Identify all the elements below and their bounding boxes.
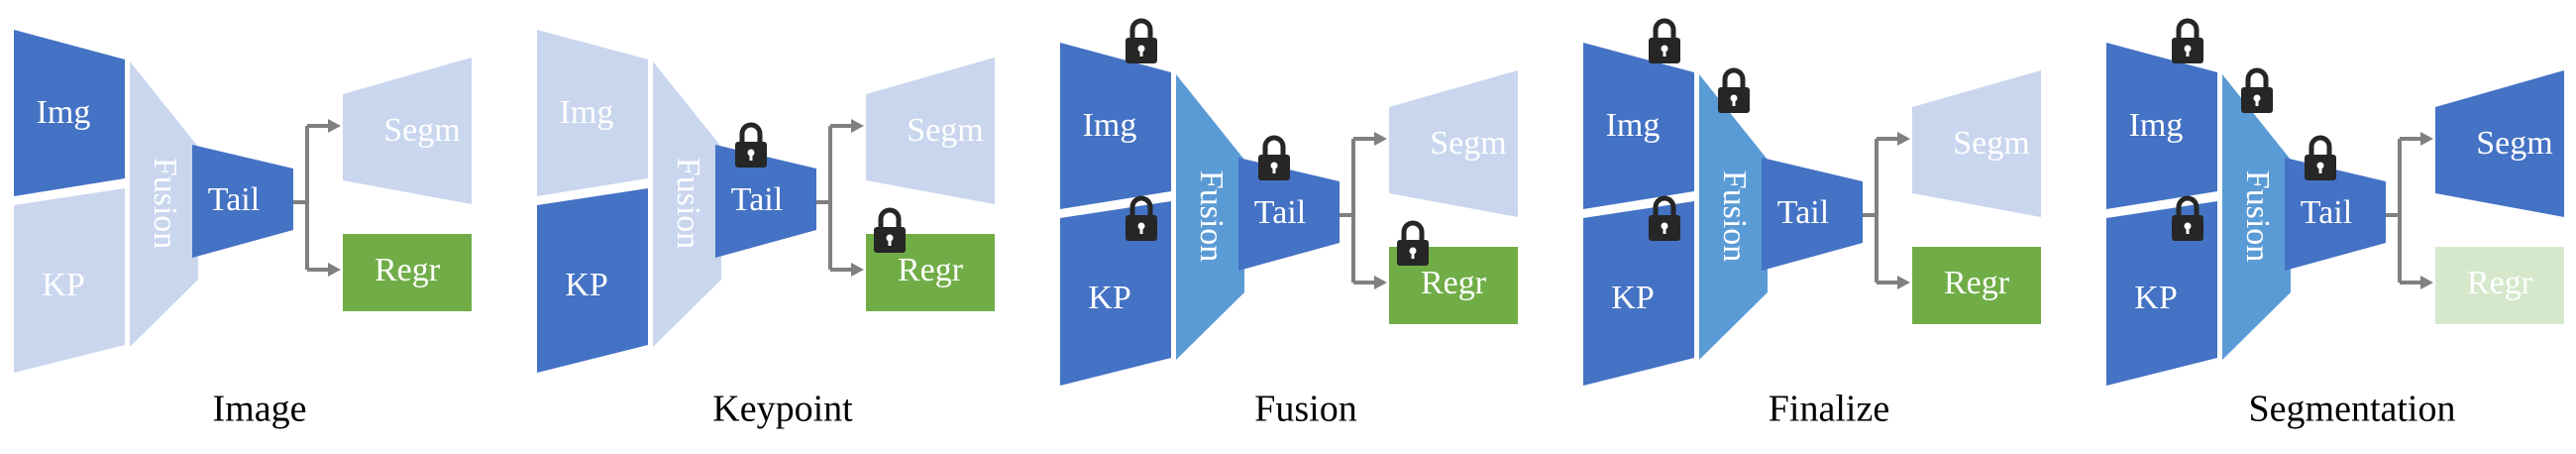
kp-encoder	[1583, 201, 1694, 386]
panel-caption: Image	[213, 389, 307, 430]
segm-head-label: Segm	[1430, 125, 1506, 162]
regr-head-label: Regr	[2467, 265, 2533, 301]
panel-caption: Segmentation	[2249, 389, 2456, 430]
kp-encoder	[1060, 201, 1171, 386]
kp-encoder-label: KP	[42, 267, 84, 303]
img-encoder	[2106, 43, 2217, 209]
img-encoder	[537, 30, 648, 196]
arrow-head	[1374, 276, 1387, 289]
tail-block	[715, 145, 816, 258]
lock-icon	[735, 122, 767, 168]
tail-label: Tail	[731, 181, 783, 218]
tail-block	[1762, 158, 1863, 271]
regr-head	[343, 234, 472, 311]
arrow-head	[2420, 276, 2433, 289]
regr-head-label: Regr	[1421, 265, 1487, 301]
kp-encoder-label: KP	[1611, 280, 1654, 316]
lock-icon	[2172, 18, 2203, 63]
kp-encoder	[537, 188, 648, 373]
lock-icon	[1397, 220, 1429, 266]
kp-encoder-label: KP	[565, 267, 607, 303]
panel-caption: Fusion	[1254, 389, 1356, 430]
img-encoder	[1060, 43, 1171, 209]
segm-head	[1389, 70, 1518, 217]
fusion-block	[1699, 74, 1768, 360]
tail-block	[1238, 158, 1340, 271]
regr-head-label: Regr	[1944, 265, 2010, 301]
regr-head	[1912, 247, 2041, 324]
arrow-head	[328, 119, 341, 133]
arrow-head	[1897, 276, 1910, 289]
lock-icon	[2241, 67, 2273, 113]
fusion-block	[130, 61, 198, 347]
img-encoder-label: Img	[560, 94, 614, 131]
tail-label: Tail	[1254, 194, 1306, 231]
lock-icon	[874, 207, 906, 253]
fusion-label: Fusion	[147, 158, 183, 250]
tail-label: Tail	[1777, 194, 1829, 231]
segm-head-label: Segm	[907, 112, 983, 149]
lock-icon	[2172, 195, 2203, 241]
lock-icon	[1258, 135, 1290, 180]
lock-icon	[1126, 195, 1157, 241]
regr-head-label: Regr	[375, 252, 441, 288]
arrow-head	[328, 263, 341, 277]
arrow-head	[851, 119, 864, 133]
tail-label: Tail	[208, 181, 260, 218]
tail-block	[192, 145, 293, 258]
fusion-block	[653, 61, 721, 347]
kp-encoder-label: KP	[2134, 280, 2177, 316]
regr-head	[2435, 247, 2564, 324]
img-encoder-label: Img	[2129, 107, 2184, 144]
lock-icon	[2305, 135, 2336, 180]
segm-head	[343, 57, 472, 204]
segm-head	[866, 57, 995, 204]
regr-head-label: Regr	[898, 252, 964, 288]
fusion-block	[1176, 74, 1244, 360]
lock-icon	[1718, 67, 1750, 113]
panel-caption: Keypoint	[712, 389, 853, 430]
kp-encoder-label: KP	[1088, 280, 1130, 316]
lock-icon	[1126, 18, 1157, 63]
arrow-head	[2420, 132, 2433, 146]
tail-block	[2285, 158, 2386, 271]
img-encoder-label: Img	[1083, 107, 1137, 144]
kp-encoder	[14, 188, 125, 373]
fusion-label: Fusion	[2239, 170, 2276, 263]
fusion-label: Fusion	[1716, 170, 1753, 263]
fusion-block	[2222, 74, 2291, 360]
segm-head	[1912, 70, 2041, 217]
segm-head-label: Segm	[1953, 125, 2029, 162]
img-encoder	[14, 30, 125, 196]
segm-head-label: Segm	[2476, 125, 2552, 162]
segm-head	[2435, 70, 2564, 217]
lock-icon	[1649, 195, 1680, 241]
panel-caption: Finalize	[1769, 389, 1889, 430]
img-encoder-label: Img	[37, 94, 91, 131]
img-encoder-label: Img	[1606, 107, 1661, 144]
arrow-head	[1897, 132, 1910, 146]
tail-label: Tail	[2301, 194, 2352, 231]
arrow-head	[1374, 132, 1387, 146]
kp-encoder	[2106, 201, 2217, 386]
fusion-label: Fusion	[1193, 170, 1230, 263]
lock-icon	[1649, 18, 1680, 63]
img-encoder	[1583, 43, 1694, 209]
fusion-label: Fusion	[670, 158, 706, 250]
segm-head-label: Segm	[383, 112, 460, 149]
arrow-head	[851, 263, 864, 277]
